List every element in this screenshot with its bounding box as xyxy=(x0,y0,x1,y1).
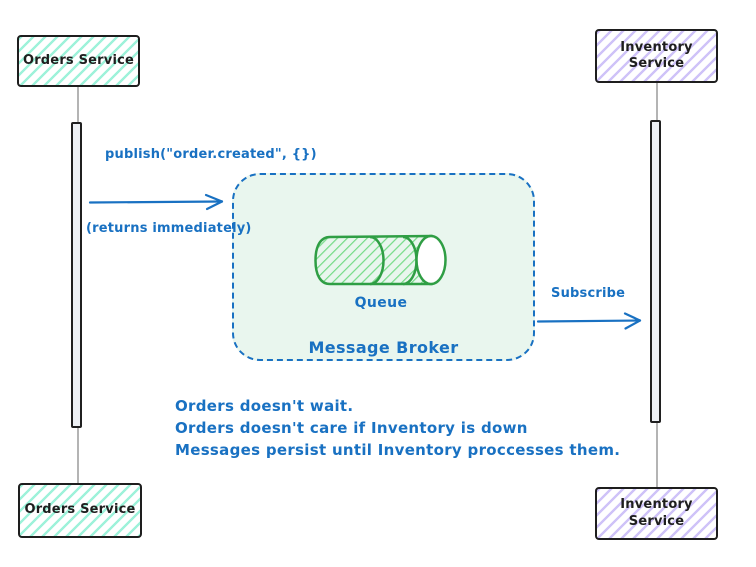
orders-lifeline-upper xyxy=(77,87,79,122)
actor-orders-bottom: Orders Service xyxy=(18,483,142,538)
actor-inventory-bottom: Inventory Service xyxy=(595,487,718,540)
actor-orders-bottom-label: Orders Service xyxy=(24,502,136,518)
note-line-2: Orders doesn't care if Inventory is down xyxy=(175,419,528,437)
actor-inventory-top-label: Inventory Service xyxy=(620,39,693,71)
inventory-activation-bar xyxy=(650,120,661,423)
orders-activation-bar xyxy=(71,122,82,428)
publish-returns-label: (returns immediately) xyxy=(86,221,252,236)
subscribe-label: Subscribe xyxy=(551,286,626,301)
orders-lifeline-lower xyxy=(77,428,79,483)
inventory-lifeline-upper xyxy=(656,83,658,120)
actor-inventory-bottom-label: Inventory Service xyxy=(620,497,693,529)
actor-orders-top-label: Orders Service xyxy=(22,52,135,68)
inventory-lifeline-lower xyxy=(656,423,658,487)
subscribe-arrow xyxy=(536,312,642,330)
note-line-3: Messages persist until Inventory procces… xyxy=(175,441,621,459)
message-broker-container: Queue Message Broker xyxy=(232,173,535,361)
note-line-1: Orders doesn't wait. xyxy=(175,397,354,415)
publish-arrow xyxy=(88,193,224,211)
actor-orders-top: Orders Service xyxy=(17,35,140,87)
queue-cylinder-icon xyxy=(314,234,447,286)
publish-message-label: publish("order.created", {}) xyxy=(105,147,317,162)
actor-inventory-top: Inventory Service xyxy=(595,29,718,83)
diagram-notes: Orders doesn't wait. Orders doesn't care… xyxy=(175,395,620,461)
queue-label: Queue xyxy=(354,295,408,311)
message-broker-label: Message Broker xyxy=(308,338,459,357)
queue-group: Queue xyxy=(312,233,450,311)
